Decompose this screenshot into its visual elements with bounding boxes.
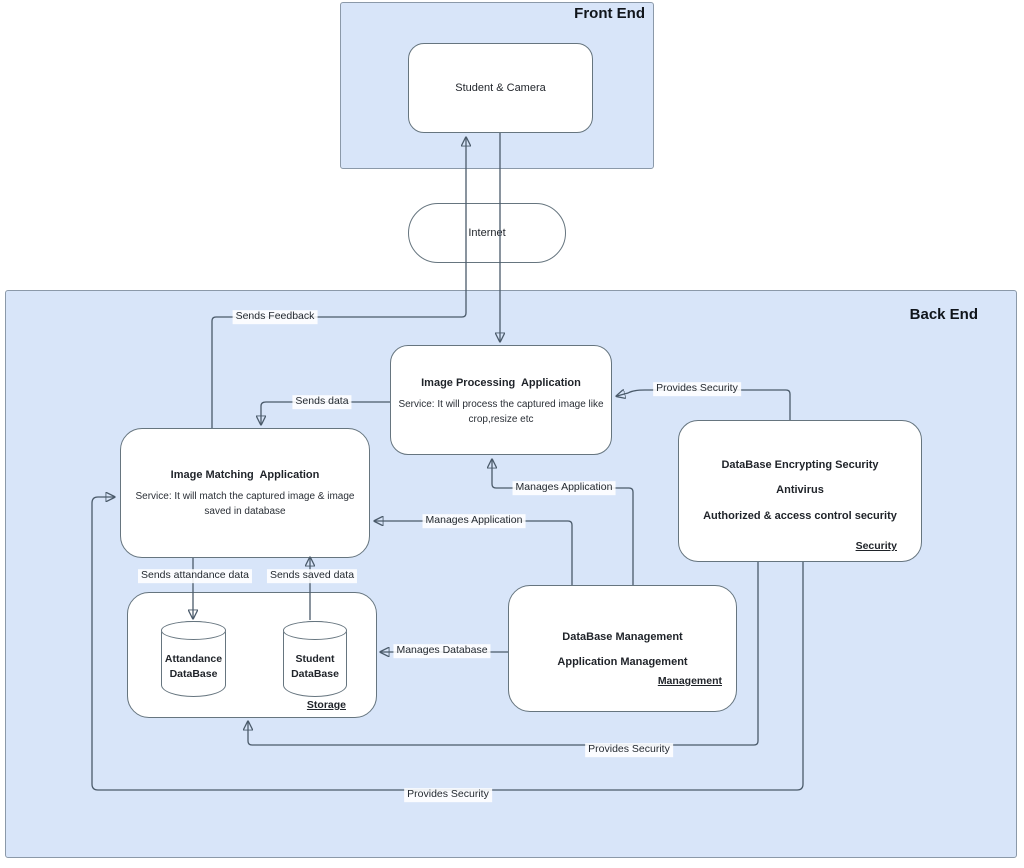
security-line1: DataBase Encrypting Security bbox=[721, 459, 879, 471]
attandance-database-label: Attandance DataBase bbox=[164, 653, 223, 680]
image-processing-title: Image Processing Application bbox=[421, 377, 581, 389]
attandance-database-cylinder: Attandance DataBase bbox=[160, 620, 227, 697]
storage-tag: Storage bbox=[306, 699, 346, 711]
db-management-line2: Application Management bbox=[557, 656, 688, 668]
back-end-label: Back End bbox=[909, 306, 978, 323]
node-image-matching: Image Matching Application Service: It w… bbox=[120, 428, 370, 558]
security-line3: Authorized & access control security bbox=[703, 510, 897, 522]
label-sends-attandance-data: Sends attandance data bbox=[137, 569, 253, 583]
db-management-tag: Management bbox=[657, 675, 722, 687]
node-storage: Attandance DataBase Student DataBase Sto… bbox=[127, 592, 377, 718]
label-manages-application-processing: Manages Application bbox=[512, 481, 616, 495]
security-tag: Security bbox=[855, 540, 897, 552]
node-security: DataBase Encrypting Security Antivirus A… bbox=[678, 420, 922, 562]
node-db-management: DataBase Management Application Manageme… bbox=[508, 585, 737, 712]
db-management-line1: DataBase Management bbox=[562, 631, 683, 643]
label-manages-database: Manages Database bbox=[393, 644, 491, 658]
label-sends-saved-data: Sends saved data bbox=[266, 569, 358, 583]
label-manages-application-matching: Manages Application bbox=[422, 514, 526, 528]
student-database-cylinder: Student DataBase bbox=[282, 620, 348, 697]
label-provides-security-storage: Provides Security bbox=[585, 743, 673, 757]
label-sends-data: Sends data bbox=[292, 395, 352, 409]
image-matching-body: Service: It will match the captured imag… bbox=[135, 491, 355, 517]
label-provides-security-processing: Provides Security bbox=[653, 382, 741, 396]
front-end-label: Front End bbox=[574, 5, 645, 22]
internet-label: Internet bbox=[468, 227, 506, 239]
student-camera-label: Student & Camera bbox=[455, 82, 546, 94]
label-sends-feedback: Sends Feedback bbox=[232, 310, 318, 324]
student-database-label: Student DataBase bbox=[291, 653, 339, 680]
image-matching-title: Image Matching Application bbox=[170, 469, 320, 481]
node-student-camera: Student & Camera bbox=[408, 43, 593, 133]
label-provides-security-matching: Provides Security bbox=[404, 788, 492, 802]
node-image-processing: Image Processing Application Service: It… bbox=[390, 345, 612, 455]
security-line2: Antivirus bbox=[776, 484, 824, 496]
image-processing-body: Service: It will process the captured im… bbox=[398, 399, 604, 425]
node-internet: Internet bbox=[408, 203, 566, 263]
